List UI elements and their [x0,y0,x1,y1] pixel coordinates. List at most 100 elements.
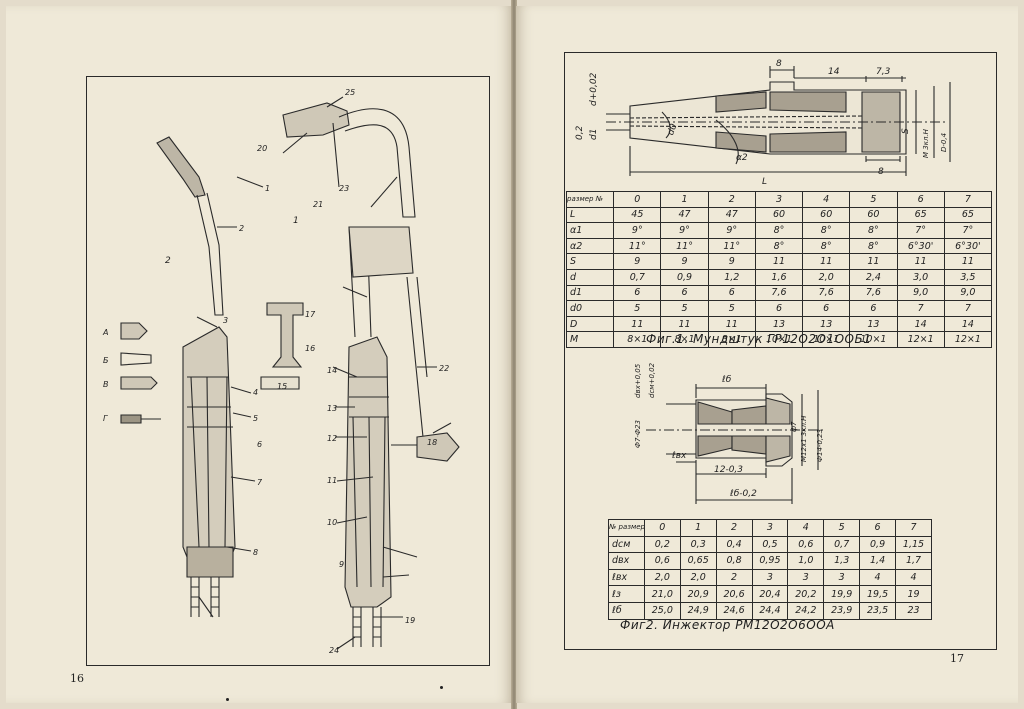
fig1-d-top: d+0,02 [589,72,599,106]
nozzle-bore [629,115,863,129]
table-cell: 11 [943,253,993,270]
table-cell: 24,6 [715,601,753,620]
detail-part-a [120,322,148,340]
table-cell: 2 [715,568,753,587]
fig2-din-tol: dвх+0,05 [634,363,642,398]
callout-7: 7 [257,478,263,487]
fig2-thread: М12х1 3кл.Н [800,415,808,462]
table2-col-header: 4 [787,519,825,537]
table-cell: 7 [896,300,945,317]
table-cell: 60 [849,206,898,224]
table1-col-header: 1 [660,191,709,208]
figure2-caption: Фиг2. Инжектор РМ12О2О6ООА [620,618,835,632]
torch-gooseneck [338,108,416,218]
detail-part-v [120,376,158,390]
table-cell: 11 [802,253,851,270]
table-cell: 11° [660,237,709,255]
fig1-S: S [901,128,911,134]
table-cell: 7° [896,222,945,239]
row-label: ℓвх [608,568,645,587]
table-cell: 11 [896,253,945,270]
oxygen-tube [406,276,434,442]
table-cell: 9,0 [896,284,945,302]
callout-1: 1 [265,184,270,193]
fig2-lb-tol: ℓб-0,2 [729,489,757,499]
left-drawing-frame: 1 2 3 4 5 6 7 8 9 10 11 12 13 14 15 16 1 [86,76,490,666]
table1-col-header: 4 [802,191,851,208]
table-cell: 0,5 [751,535,789,554]
table-cell: 0,8 [715,552,753,570]
table-cell: 23,5 [859,601,896,620]
right-page: 8 14 7,3 d+0,02 0,2 d1 d0 α2 L 8 S М 3кл… [516,6,1018,703]
callout-19: 19 [405,616,415,625]
page-number-left: 16 [70,672,84,685]
table-cell: 60 [754,206,804,224]
table-cell: 0,6 [643,552,681,570]
nozzle-hatch [715,91,767,153]
table-cell: 3 [751,568,789,587]
table-cell: 11° [707,237,756,255]
table-cell: 11 [754,253,804,270]
table2-col-header: 7 [895,519,932,537]
row-label: S [565,253,615,270]
table-cell: 8° [802,222,851,239]
table-cell: 45 [613,206,662,224]
fig1-dim-7-3: 7,3 [876,67,891,77]
table-cell: 0,9 [859,535,896,554]
detail-marker-g: Г [103,414,108,423]
table-cell: 0,2 [643,535,681,554]
detail-part-g [120,414,142,424]
table-cell: 8° [849,222,898,239]
table-cell: 3 [787,568,825,587]
fig2-dia7: Ф7-Ф23 [634,420,642,448]
table-cell: 3,5 [943,268,993,286]
table2-col-header: 2 [715,519,753,537]
table-cell: 47 [707,206,756,224]
table-cell: 7,6 [849,284,898,302]
callout-24: 24 [329,646,339,655]
callout-4: 4 [253,388,258,397]
callout-3: 3 [223,316,228,325]
detail-part-b [120,352,152,366]
callout-17: 17 [305,310,316,319]
callout-23: 23 [339,184,349,193]
table-cell: 19 [895,585,932,603]
table-cell: 0,95 [751,552,789,570]
table-cell: 11 [707,315,756,333]
table2-col-header: 1 [679,519,717,537]
table2-col-header: 5 [823,519,861,537]
table-cell: 2,0 [679,568,717,587]
table-cell: 47 [660,206,709,224]
table-cell: 8° [849,237,898,255]
table-cell: 0,9 [660,268,709,286]
row-label: ℓб [608,601,645,620]
torch-head-right [282,102,350,138]
fig1-dim-8-bottom: 8 [878,167,884,177]
table-cell: 11 [849,253,898,270]
table-cell: 0,7 [613,268,662,286]
row-label: ℓз [608,585,645,603]
fig2-d7: ф7 [790,421,798,432]
fig1-dia: D-0,4 [940,133,948,152]
valve-wheel-right [416,432,460,462]
table-cell: 19,5 [859,585,896,603]
table-cell: 1,7 [895,552,932,570]
torch-tip-angled [156,136,206,198]
callout-11: 11 [327,476,337,485]
fig1-alpha2: α2 [736,153,748,163]
callout-16: 16 [305,344,315,353]
table-cell: 2,0 [643,568,681,587]
table-cell: 9 [613,253,662,270]
table-cell: 20,6 [715,585,753,603]
row-label: dвх [608,552,645,570]
fig1-L: L [762,177,767,186]
table-cell: 2,0 [802,268,851,286]
fig1-d1: d1 [589,129,599,140]
